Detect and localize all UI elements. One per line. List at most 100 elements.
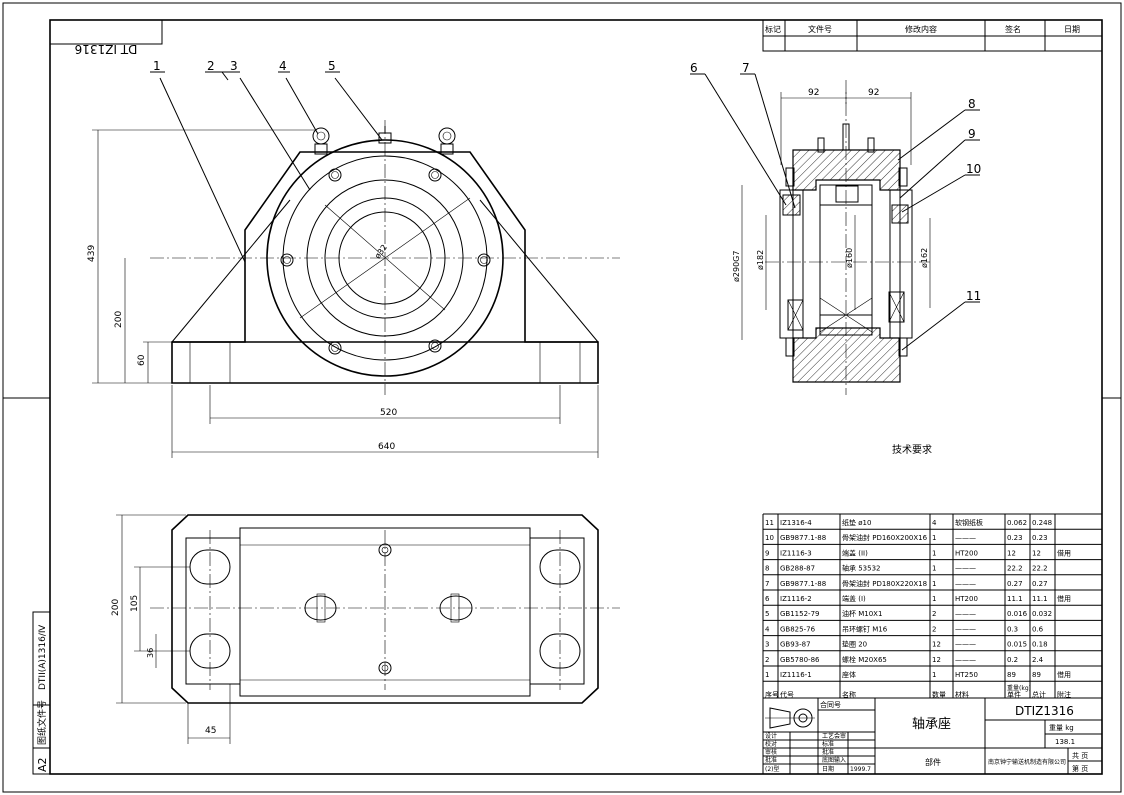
tb-drawing-no: DTIZ1316 bbox=[1015, 704, 1074, 718]
dim-d-left: ø182 bbox=[756, 250, 765, 270]
mirrored-code: DT IZ1316 bbox=[75, 42, 138, 56]
tb-sign-2: 审核 bbox=[765, 748, 777, 756]
bom-header-no: 序号 bbox=[765, 690, 779, 699]
left-margin-strip: DTII(A)1316/Ⅳ 图纸文件号 A2 bbox=[32, 611, 51, 775]
bom-cell-w1: 0.016 bbox=[1007, 610, 1028, 618]
bom-cell-w2: 0.6 bbox=[1032, 625, 1044, 633]
bom-cell-code: GB9877.1-88 bbox=[780, 580, 826, 588]
bom-cell-w1: 12 bbox=[1007, 549, 1016, 557]
bom-cell-note: 借用 bbox=[1057, 548, 1071, 557]
bom-cell-mat: ——— bbox=[955, 580, 976, 588]
dim-overall-length: 640 bbox=[378, 442, 395, 452]
bom-cell-no: 8 bbox=[765, 565, 769, 573]
bom-cell-name: 端盖 (II) bbox=[842, 548, 868, 557]
dim-half-left: 92 bbox=[808, 88, 819, 98]
tb-part-name: 轴承座 bbox=[912, 717, 951, 732]
front-leader-3: 3 bbox=[230, 59, 238, 73]
bom-cell-qty: 1 bbox=[932, 565, 936, 573]
front-center-text: ø32 bbox=[373, 243, 389, 261]
bom-cell-no: 5 bbox=[765, 610, 769, 618]
bom-cell-mat: ——— bbox=[955, 610, 976, 618]
bom-cell-mat: 软钢纸板 bbox=[955, 518, 983, 527]
bom-cell-no: 4 bbox=[765, 625, 770, 633]
bom-cell-qty: 2 bbox=[932, 610, 936, 618]
bom-cell-w2: 0.27 bbox=[1032, 580, 1048, 588]
bom-cell-name: 垫圈 20 bbox=[842, 640, 867, 649]
left-margin-label: 图纸文件号 bbox=[36, 700, 48, 745]
tb-type-label: (2)型 bbox=[765, 765, 780, 773]
dim-bolt-spacing: 520 bbox=[380, 408, 397, 418]
tb-sign-3: 批准 bbox=[765, 756, 777, 764]
bom-header-w2: 总计 bbox=[1032, 690, 1046, 699]
front-leader-2: 2 bbox=[207, 59, 215, 73]
bom-cell-name: 座体 bbox=[842, 670, 856, 679]
bom-cell-note: 借用 bbox=[1057, 594, 1071, 603]
bom-cell-w1: 0.062 bbox=[1007, 519, 1027, 527]
rev-h-mark: 标记 bbox=[765, 24, 781, 34]
bom-cell-code: GB9877.1-88 bbox=[780, 534, 826, 542]
plan-view: 200 105 36 45 bbox=[111, 514, 620, 744]
bom-cell-w1: 22.2 bbox=[1007, 565, 1023, 573]
bom-cell-code: IZ1116-3 bbox=[780, 549, 812, 557]
bom-cell-mat: ——— bbox=[955, 641, 976, 649]
title-block: 合同号 轴承座 DTIZ1316 重量 kg 138.1 部件 南京钟宁输送机制… bbox=[762, 697, 1103, 775]
sec-leader-8: 8 bbox=[968, 97, 976, 111]
bom-cell-w2: 0.248 bbox=[1032, 519, 1052, 527]
rev-h-content: 修改内容 bbox=[905, 24, 937, 34]
dim-half-right: 92 bbox=[868, 88, 879, 98]
bom-cell-code: IZ1116-1 bbox=[780, 671, 812, 679]
bom-cell-name: 端盖 (I) bbox=[842, 594, 866, 603]
dim-base-height: 60 bbox=[137, 354, 147, 366]
left-margin-code: DTII(A)1316/Ⅳ bbox=[38, 624, 48, 690]
tech-requirements: 技术要求 bbox=[892, 443, 932, 456]
bom-cell-code: IZ1116-2 bbox=[780, 595, 812, 603]
bom-cell-mat: ——— bbox=[955, 534, 976, 542]
bom-cell-mat: HT200 bbox=[955, 549, 978, 557]
bom-cell-no: 10 bbox=[765, 534, 774, 542]
bom-cell-name: 骨架油封 PD180X220X18 bbox=[842, 579, 927, 588]
bom-cell-mat: ——— bbox=[955, 656, 976, 664]
bom-header-w1: 单件 bbox=[1007, 690, 1021, 699]
tb-sheets-total: 共 页 bbox=[1072, 751, 1088, 760]
bom-cell-qty: 4 bbox=[932, 519, 937, 527]
bom-header-wunit: 重量(kg) bbox=[1007, 684, 1031, 692]
tb-sign-0: 设计 bbox=[765, 732, 777, 740]
bom-cell-w2: 2.4 bbox=[1032, 656, 1044, 664]
bom-cell-no: 11 bbox=[765, 519, 774, 527]
sec-leader-11: 11 bbox=[966, 289, 981, 303]
sec-leader-7: 7 bbox=[742, 61, 750, 75]
dim-plan-width: 200 bbox=[111, 599, 121, 616]
bom-header-code: 代号 bbox=[780, 690, 794, 699]
bom-cell-no: 1 bbox=[765, 671, 769, 679]
bom-cell-qty: 12 bbox=[932, 656, 941, 664]
bom-cell-name: 吊环螺钉 M16 bbox=[842, 624, 888, 633]
sheet-format: A2 bbox=[36, 757, 49, 772]
tb-company: 南京钟宁输送机制造有限公司 bbox=[988, 758, 1066, 766]
bom-cell-no: 6 bbox=[765, 595, 770, 603]
revision-block: 标记 文件号 修改内容 签名 日期 bbox=[762, 19, 1103, 52]
bom-cell-mat: HT200 bbox=[955, 595, 978, 603]
dim-shaft: ø160 bbox=[845, 248, 854, 268]
bom-cell-name: 纸垫 ø10 bbox=[842, 518, 871, 527]
rev-h-file: 文件号 bbox=[808, 24, 832, 34]
bom-cell-w2: 89 bbox=[1032, 671, 1041, 679]
bom-cell-mat: HT250 bbox=[955, 671, 978, 679]
inner-border bbox=[49, 19, 1103, 775]
dim-height-total: 439 bbox=[87, 245, 97, 262]
rev-h-sign: 签名 bbox=[1005, 24, 1021, 34]
bom-cell-mat: ——— bbox=[955, 565, 976, 573]
bom-cell-w1: 0.3 bbox=[1007, 625, 1018, 633]
front-leader-4: 4 bbox=[279, 59, 287, 73]
tb-sign-1: 校对 bbox=[765, 740, 777, 748]
bom-cell-no: 3 bbox=[765, 641, 769, 649]
rev-h-date: 日期 bbox=[1064, 25, 1080, 34]
bom-cell-qty: 1 bbox=[932, 549, 936, 557]
section-view: 92 92 ø290G7 ø182 ø160 ø162 6 7 8 9 10 1… bbox=[690, 61, 981, 395]
bom-cell-qty: 1 bbox=[932, 671, 936, 679]
bom-header-note: 附注 bbox=[1057, 690, 1071, 699]
dim-plan-bolt-y: 105 bbox=[130, 595, 140, 612]
bom-cell-w2: 0.032 bbox=[1032, 610, 1052, 618]
dim-d-right: ø162 bbox=[920, 248, 929, 268]
bom-header-mat: 材料 bbox=[955, 690, 969, 699]
